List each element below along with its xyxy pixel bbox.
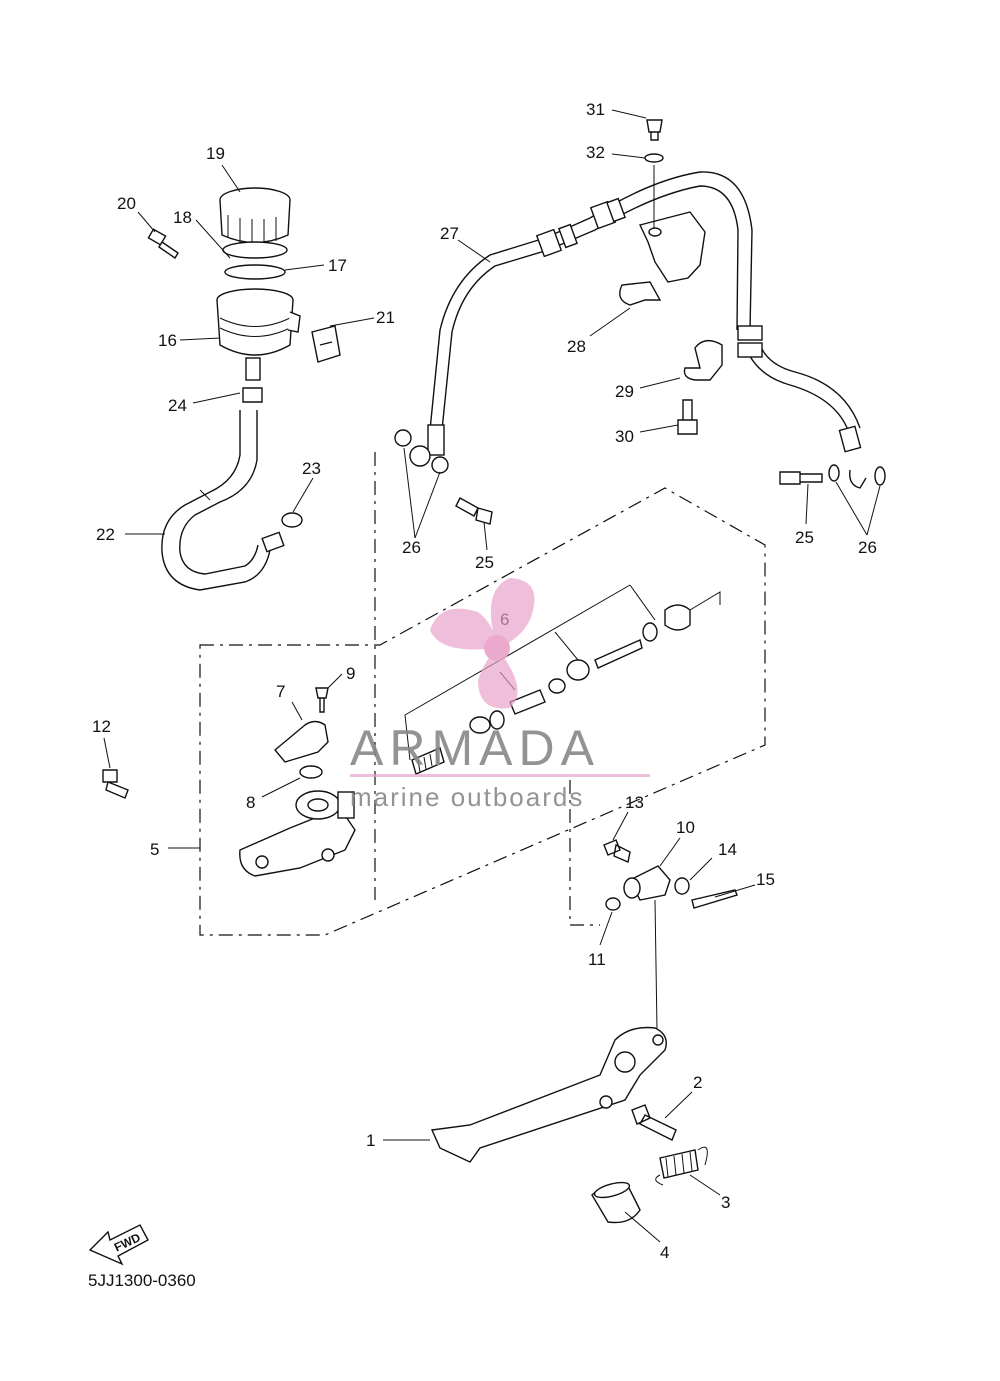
part-label-27: 27 [440,224,459,243]
screw-9 [315,687,329,713]
union-bolt-25-left [455,497,493,525]
part-label-16: 16 [158,331,177,350]
return-spring-3 [655,1146,708,1186]
part-label-21: 21 [376,308,395,327]
reservoir-assembly [216,187,301,403]
part-label-11: 11 [588,950,606,969]
part-label-5: 5 [150,840,159,859]
part-label-25-right: 25 [795,528,814,547]
part-label-26-right: 26 [858,538,877,557]
part-label-4: 4 [660,1243,669,1262]
part-label-23: 23 [302,459,321,478]
part-label-17: 17 [328,256,347,275]
watermark: ARMADA marine outboards [350,578,650,812]
part-label-30: 30 [615,427,634,446]
part-label-3: 3 [721,1193,730,1212]
pin-13 [603,839,631,863]
part-label-29: 29 [615,382,634,401]
part-label-10: 10 [676,818,695,837]
bolt-12 [102,769,129,799]
brake-hose-27-outer [429,171,753,431]
part-label-8: 8 [246,793,255,812]
cotter-pin-15 [691,889,738,909]
part-labels: 1 2 3 4 5 6 7 8 9 10 11 12 13 14 15 16 1… [92,100,877,1262]
part-label-9: 9 [346,664,355,683]
part-label-20: 20 [117,194,136,213]
brake-hose-27-inner [441,185,739,431]
clevis-outline [569,780,600,926]
part-label-15: 15 [756,870,775,889]
part-label-25-left: 25 [475,553,494,572]
fwd-arrow-icon: FWD [88,1224,149,1266]
part-label-1: 1 [366,1131,375,1150]
screw-20 [147,228,179,259]
fitting-7 [274,720,329,763]
part-label-14: 14 [718,840,737,859]
part-label-32: 32 [586,143,605,162]
part-label-19: 19 [206,144,225,163]
hose-clamp-23 [261,531,285,553]
part-label-24: 24 [168,396,187,415]
part-label-13: 13 [625,793,644,812]
washer-14 [674,877,690,895]
master-cylinder-group-outline [199,487,766,936]
master-cylinder-kit-6 [404,584,721,775]
nut-11 [605,897,621,911]
screw-31 [646,119,663,141]
part-label-22: 22 [96,525,115,544]
washer-32 [644,153,664,163]
brake-pedal-1 [430,1026,667,1163]
bolt-30 [677,399,698,435]
hose-clamp-23b [281,512,303,528]
part-label-31: 31 [586,100,605,119]
clip-21 [311,325,341,363]
union-bolt-25-right [779,471,823,485]
part-label-28: 28 [567,337,586,356]
watermark-tagline: marine outboards [350,782,584,812]
part-label-26-left: 26 [402,538,421,557]
pivot-bolt-2 [631,1104,677,1141]
master-cylinder-body-5 [239,790,356,877]
reservoir-hose-22-inner [179,410,259,575]
leader-lines [103,109,881,1243]
o-ring-8 [299,765,323,779]
part-label-7: 7 [276,682,285,701]
propeller-logo-icon [430,578,535,709]
part-label-18: 18 [173,208,192,227]
reservoir-hose-22 [161,410,271,591]
part-label-2: 2 [693,1073,702,1092]
part-label-12: 12 [92,717,111,736]
drawing-code: 5JJ1300-0360 [88,1271,196,1290]
hose-bracket-28 [639,211,706,283]
watermark-brand: ARMADA [350,720,600,776]
clamp-29 [683,340,723,381]
